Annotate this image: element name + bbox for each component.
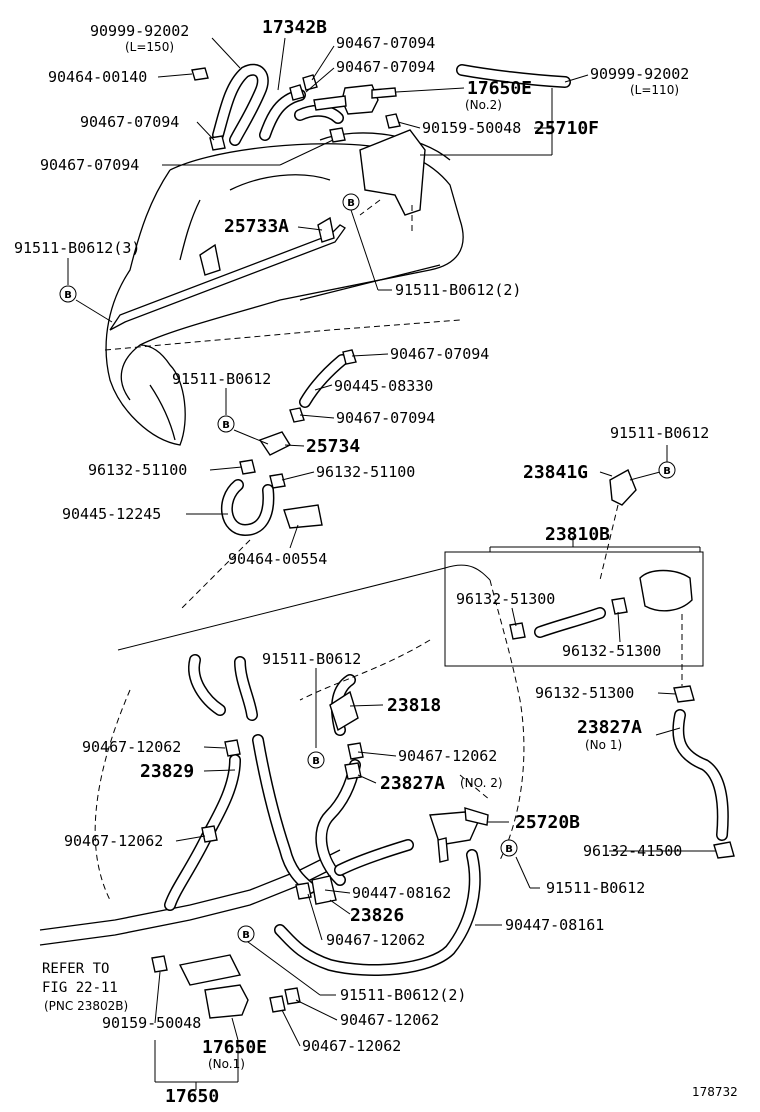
part-labels: 90999-92002 (L=150) 17342B 90467-07094 9… (14, 17, 738, 1107)
part-label: 90467-07094 (390, 345, 489, 363)
part-label: 90467-07094 (336, 58, 435, 76)
part-label: 90467-12062 (82, 738, 181, 756)
part-sub-note: (NO. 2) (460, 776, 503, 790)
part-label: 90447-08162 (352, 884, 451, 902)
part-label: 25710F (534, 118, 599, 139)
part-label: 90467-12062 (302, 1037, 401, 1055)
part-label: 17650E (467, 78, 532, 99)
b-badge-letter: B (347, 198, 355, 209)
part-label: 91511-B0612(2) (340, 986, 466, 1004)
part-label: 17650 (165, 1086, 219, 1107)
part-label: 90467-12062 (326, 931, 425, 949)
part-label: 96132-51300 (456, 590, 555, 608)
part-label: 90467-07094 (40, 156, 139, 174)
part-label: 90999-92002 (590, 65, 689, 83)
part-label: 91511-B0612(3) (14, 239, 140, 257)
line-art (39, 63, 735, 1090)
part-label: 90445-08330 (334, 377, 433, 395)
part-label: 23826 (350, 905, 404, 926)
part-length-note: (L=110) (630, 83, 679, 97)
part-label: 23827A (380, 773, 445, 794)
part-label: 90467-07094 (336, 409, 435, 427)
part-label: 90467-07094 (336, 34, 435, 52)
figure-number: 178732 (692, 1085, 738, 1099)
part-label: 96132-51300 (562, 642, 661, 660)
b-badge: B (307, 751, 325, 769)
part-label: 23841G (523, 462, 588, 483)
b-badge-letter: B (312, 756, 320, 767)
part-label: 90445-12245 (62, 505, 161, 523)
part-label: 96132-51100 (88, 461, 187, 479)
b-badge: B (342, 193, 360, 211)
part-label: 90464-00554 (228, 550, 327, 568)
reference-note-line1: REFER TO (42, 961, 109, 977)
b-badge-letter: B (64, 290, 72, 301)
part-length-note: (L=150) (125, 40, 174, 54)
part-label: 90467-12062 (64, 832, 163, 850)
part-label: 90159-50048 (422, 119, 521, 137)
part-label: 25720B (515, 812, 580, 833)
part-label: 91511-B0612 (172, 370, 271, 388)
part-label: 90467-12062 (340, 1011, 439, 1029)
part-sub-note: (No.2) (465, 98, 502, 112)
b-badge-letter: B (222, 420, 230, 431)
part-label: 23810B (545, 524, 610, 545)
part-label: 25733A (224, 216, 289, 237)
badges: B B B B B B B (59, 193, 676, 943)
b-badge: B (59, 285, 77, 303)
part-sub-note: (No 1) (585, 738, 622, 752)
part-label: 90467-12062 (398, 747, 497, 765)
leader-lines (67, 37, 716, 1047)
b-badge: B (658, 461, 676, 479)
part-label: 96132-51100 (316, 463, 415, 481)
b-badge-letter: B (663, 466, 671, 477)
part-label: 23818 (387, 695, 441, 716)
reference-note-line3: (PNC 23802B) (44, 999, 128, 1013)
part-label: 90159-50048 (102, 1014, 201, 1032)
part-label: 90999-92002 (90, 22, 189, 40)
reference-note-line2: FIG 22-11 (42, 980, 118, 996)
b-badge: B (217, 415, 235, 433)
part-label: 23827A (577, 717, 642, 738)
b-badge: B (237, 925, 255, 943)
part-label: 90464-00140 (48, 68, 147, 86)
part-label: 91511-B0612 (262, 650, 361, 668)
b-badge-letter: B (242, 930, 250, 941)
part-label: 23829 (140, 761, 194, 782)
part-label: 17650E (202, 1037, 267, 1058)
b-badge: B (500, 839, 518, 857)
part-label: 90447-08161 (505, 916, 604, 934)
part-label: 96132-51300 (535, 684, 634, 702)
part-label: 91511-B0612 (610, 424, 709, 442)
part-label: 25734 (306, 436, 360, 457)
b-badge-letter: B (505, 844, 513, 855)
part-label: 17342B (262, 17, 327, 38)
part-label: 96132-41500 (583, 842, 682, 860)
part-label: 90467-07094 (80, 113, 179, 131)
part-sub-note: (No.1) (208, 1057, 245, 1071)
part-label: 91511-B0612 (546, 879, 645, 897)
part-label: 91511-B0612(2) (395, 281, 521, 299)
